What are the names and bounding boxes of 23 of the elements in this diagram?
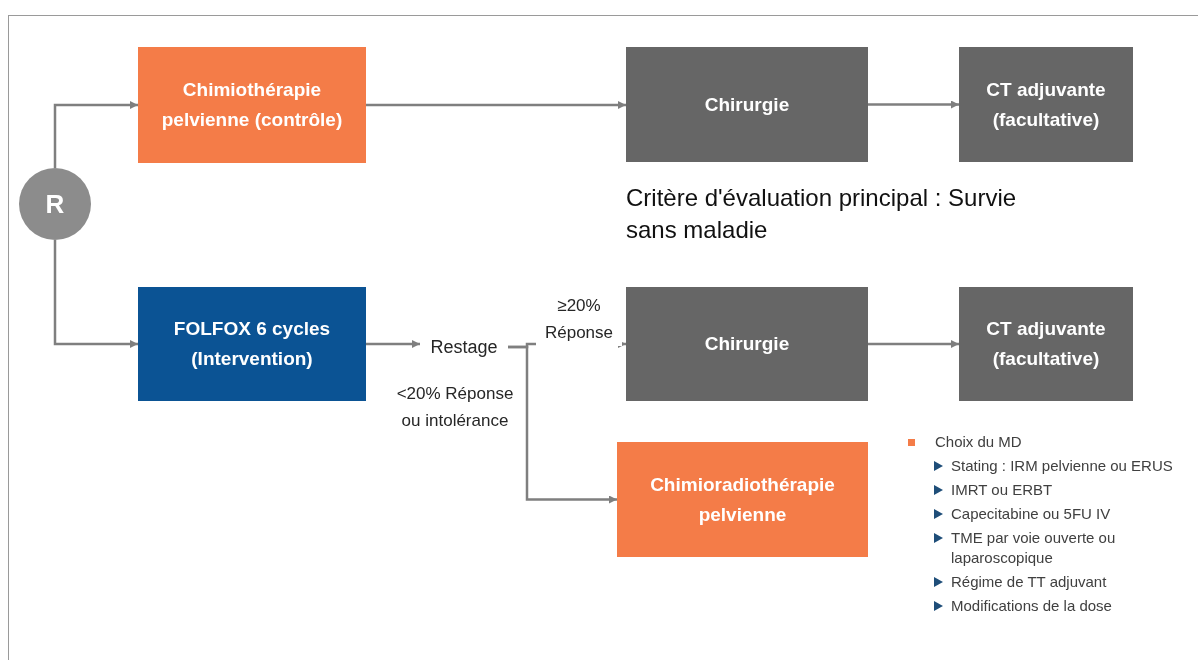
endpoint-note: Critère d'évaluation principal : Survie sans maladie [626, 183, 1018, 245]
step-text: Restage [420, 332, 508, 362]
arrow [53, 101, 138, 168]
process-box: Chirurgie [626, 47, 868, 162]
process-box: Chimioradiothérapie pelvienne [617, 442, 868, 557]
list-item: TME par voie ouverte ou laparoscopique [951, 528, 1117, 568]
list-item: Régime de TT adjuvant [951, 572, 1107, 592]
process-box: CT adjuvante (facultative) [959, 287, 1133, 401]
list-item: IMRT ou ERBT [951, 480, 1053, 500]
process-box: Chimiothérapie pelvienne (contrôle) [138, 47, 366, 163]
arrow [508, 345, 617, 504]
process-box: FOLFOX 6 cycles (Intervention) [138, 287, 366, 401]
process-box: Chirurgie [626, 287, 868, 401]
arrow [366, 101, 626, 109]
arrow [366, 340, 420, 348]
arrow [53, 240, 138, 348]
list-item: Stating : IRM pelvienne ou ERUS [951, 456, 1173, 476]
process-box: CT adjuvante (facultative) [959, 47, 1133, 162]
list-item: Capecitabine ou 5FU IV [951, 504, 1111, 524]
list-item: Choix du MD [935, 432, 1022, 452]
arrow [868, 100, 959, 109]
arrow [868, 340, 959, 348]
list-item: Modifications de la dose [951, 596, 1112, 616]
